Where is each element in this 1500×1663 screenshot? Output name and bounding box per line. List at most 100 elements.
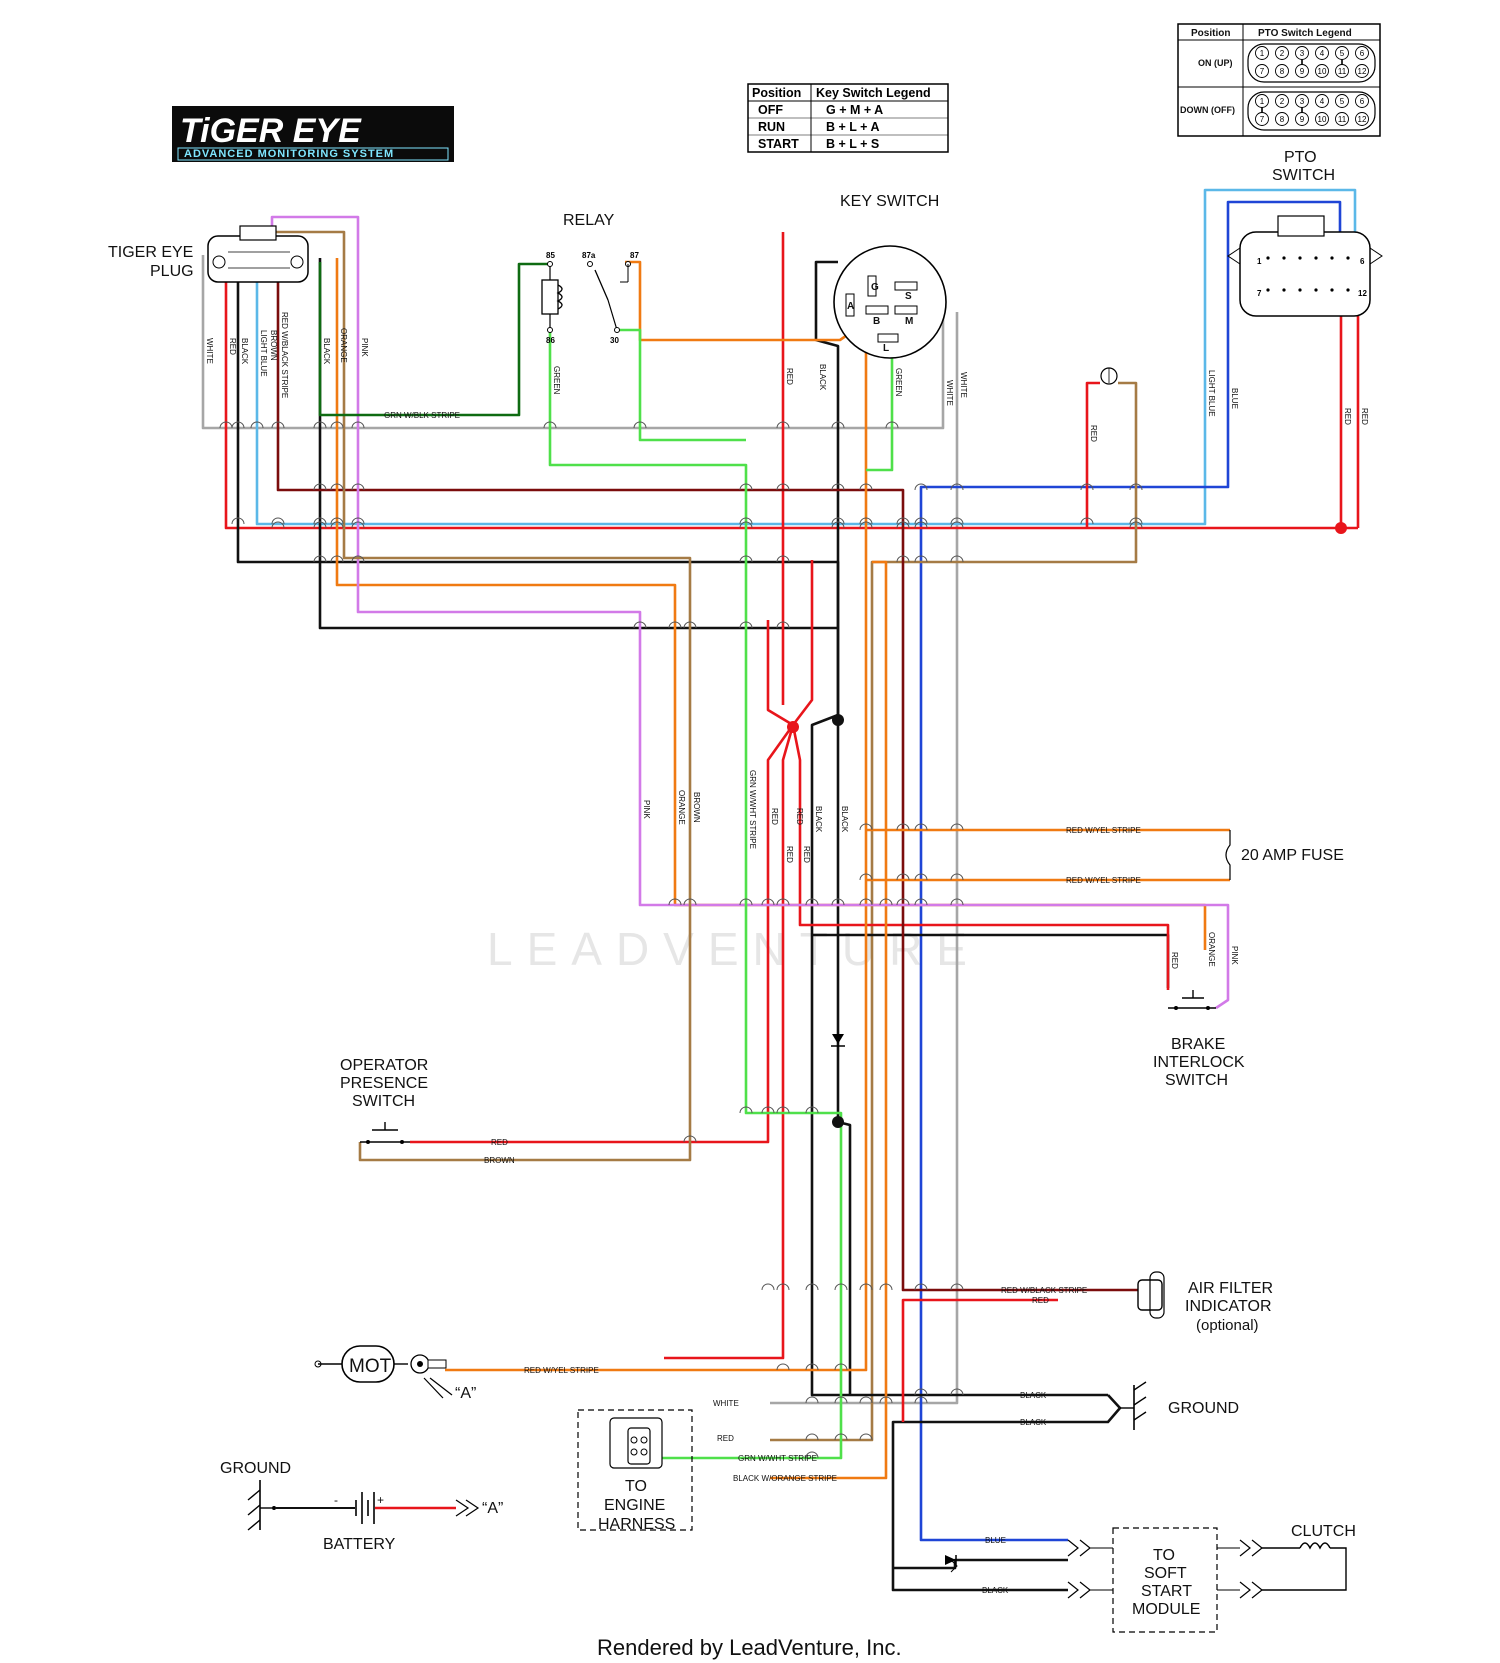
wire-crossover: [859, 1396, 873, 1404]
wire-crossover: [351, 521, 365, 529]
key-legend-start-value: B + L + S: [826, 137, 879, 151]
wire-label-red-mid-1: RED: [770, 808, 779, 825]
air-filter-label-1: AIR FILTER: [1188, 1280, 1273, 1297]
engine-harness-box: [577, 1409, 693, 1531]
clutch-label: CLUTCH: [1291, 1523, 1356, 1540]
pto-legend-pin-circle: [1315, 46, 1329, 60]
wire-label-red-operator: RED: [491, 1138, 508, 1147]
pto-legend-pin-number: 8: [1280, 67, 1285, 76]
pto-connector-pin: [1298, 288, 1302, 292]
battery-minus: -: [334, 1493, 338, 1507]
soft-start-label-2: SOFT: [1144, 1565, 1187, 1582]
key-legend-pos-run: RUN: [758, 120, 785, 134]
soft-start-label-1: TO: [1153, 1547, 1175, 1564]
wire-crossover: [761, 898, 775, 906]
wire-label-red-air: RED: [1032, 1296, 1049, 1305]
wire-crossover: [776, 555, 790, 563]
wire-crossover: [914, 521, 928, 529]
ground-icon-left: [247, 1480, 276, 1531]
wire-crossover: [330, 421, 344, 429]
pto-legend-pin-circle: [1255, 46, 1269, 60]
engine-harness-label-1: TO: [625, 1478, 647, 1495]
wire-crossover: [351, 483, 365, 491]
key-pin-g: G: [871, 282, 879, 293]
wire-crossover: [805, 1106, 819, 1114]
pto-connector-pin: [1266, 256, 1270, 260]
wire-crossover: [739, 621, 753, 629]
ground-icon-right: [907, 1381, 1147, 1430]
wire-crossover: [859, 873, 873, 881]
pto-connector-pins: [1266, 256, 1350, 292]
wire-crossover: [950, 517, 964, 525]
key-pin-m: M: [905, 316, 913, 327]
pto-legend-pin-number: 11: [1338, 67, 1347, 76]
pto-pin-1: 1: [1257, 257, 1262, 266]
wire-crossover: [896, 898, 910, 906]
wire-crossover: [859, 1283, 873, 1291]
relay-pin-87a: 87a: [582, 251, 596, 260]
pto-switch-label-1: PTO: [1284, 149, 1317, 166]
wire-crossover: [761, 1283, 775, 1291]
fuse-symbol: [1225, 830, 1231, 880]
wire-crossover: [914, 483, 928, 491]
fuse-label: 20 AMP FUSE: [1241, 847, 1344, 864]
relay-label: RELAY: [563, 212, 615, 229]
wire-crossover: [1129, 483, 1143, 491]
wire-crossover: [633, 421, 647, 429]
pto-legend-pin-circle: [1315, 64, 1329, 78]
wire-label-white-engine: WHITE: [713, 1399, 739, 1408]
battery-symbol: [276, 1492, 480, 1524]
wire-labels: WHITE RED BLACK LIGHT BLUE BROWN RED W/B…: [205, 312, 1369, 1595]
logo-subtitle: ADVANCED MONITORING SYSTEM: [184, 148, 394, 160]
pto-legend-pin-number: 3: [1300, 49, 1305, 58]
pto-legend-on-up: ON (UP): [1198, 58, 1233, 68]
key-pin-a: A: [847, 301, 854, 312]
wire-crossover: [950, 521, 964, 529]
wire-crossover: [330, 555, 344, 563]
wire-crossover: [879, 1396, 893, 1404]
wire-label-black: BLACK: [240, 338, 249, 365]
wire-crossover: [914, 555, 928, 563]
pto-legend-pin-circle: [1255, 64, 1269, 78]
pto-legend-pin-number: 9: [1300, 67, 1305, 76]
pto-connector-pin: [1330, 288, 1334, 292]
wire-crossover: [896, 823, 910, 831]
wire-crossover: [219, 421, 233, 429]
wire-crossover: [831, 898, 845, 906]
pto-connector-pin: [1282, 288, 1286, 292]
wire-crossover: [231, 517, 245, 525]
battery-ref-a: “A”: [482, 1500, 503, 1517]
wire-label-red-pto-2: RED: [1360, 408, 1369, 425]
wire-crossover: [313, 555, 327, 563]
wire-crossover: [683, 621, 697, 629]
wire-crossover: [271, 521, 285, 529]
wire-crossover: [914, 517, 928, 525]
wire-label-pink-brake: PINK: [1230, 946, 1239, 965]
wire-crossover: [831, 421, 845, 429]
wire-crossover: [950, 873, 964, 881]
watermark: LEADVENTURE: [487, 923, 981, 975]
wire-label-white: WHITE: [205, 338, 214, 364]
wire-crossover: [739, 1106, 753, 1114]
operator-presence-label-1: OPERATOR: [340, 1057, 428, 1074]
wire-label-black-mid-1: BLACK: [814, 806, 823, 833]
wire-crossover: [313, 521, 327, 529]
wire-crossover: [879, 1283, 893, 1291]
battery-label: BATTERY: [323, 1536, 396, 1553]
wire-crossover: [834, 1283, 848, 1291]
key-pin-l: L: [883, 343, 889, 354]
pto-legend-down-off: DOWN (OFF): [1180, 105, 1235, 115]
black-splice-dot-upper: [832, 714, 844, 726]
pto-legend-pin-circle: [1315, 94, 1329, 108]
wire-crossover: [271, 421, 285, 429]
wire-label-red-mid-2: RED: [785, 846, 794, 863]
key-legend-off-value: G + M + A: [826, 103, 883, 117]
wire-crossover: [739, 555, 753, 563]
soft-start-label-3: START: [1141, 1583, 1192, 1600]
relay-pin-30: 30: [610, 336, 619, 345]
wire-crossover: [859, 521, 873, 529]
operator-presence-label-2: PRESENCE: [340, 1075, 428, 1092]
ground-right-label: GROUND: [1168, 1400, 1239, 1417]
